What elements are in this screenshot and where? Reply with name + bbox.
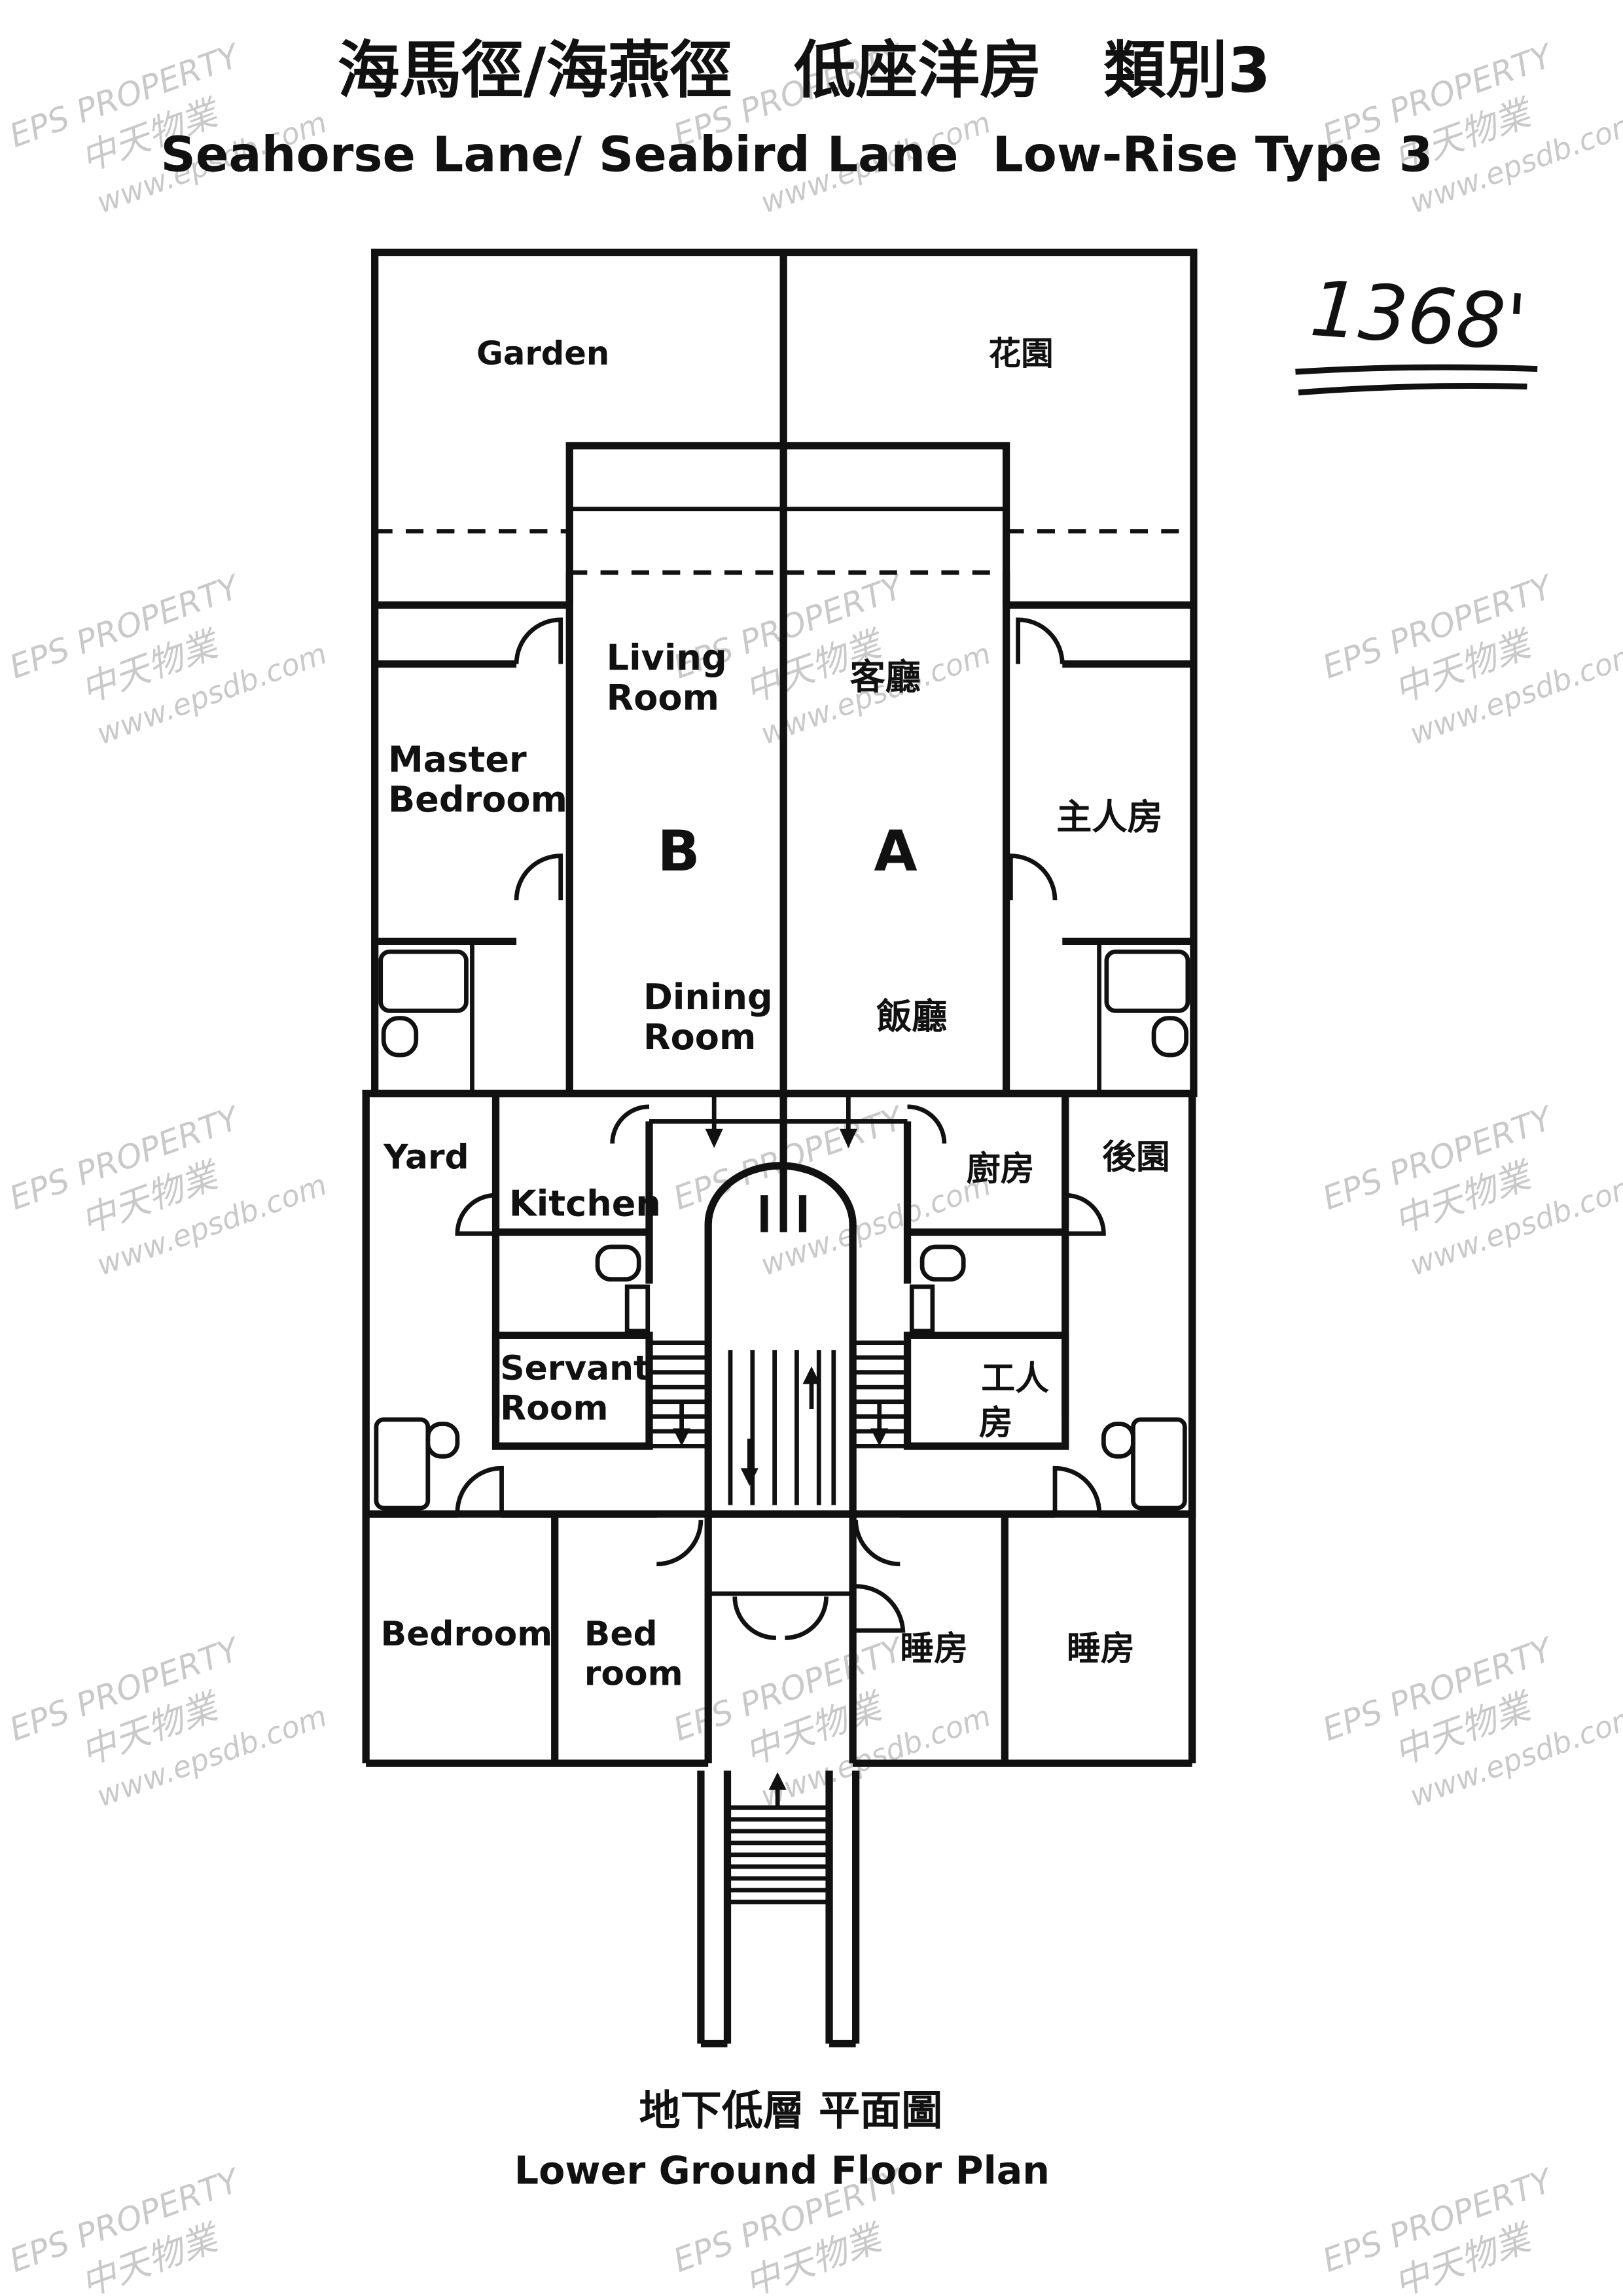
floor-plan — [362, 248, 1198, 2048]
watermark: EPS PROPERTY 中天物業 www.epsdb.com — [1317, 1630, 1623, 1814]
terrace-outline — [565, 442, 1010, 605]
label-bedroom-2: room — [584, 1655, 683, 1694]
door-swing — [732, 1596, 829, 1640]
label-servant-room-zh: 房 — [979, 1403, 1013, 1443]
arrow-up-icon — [768, 1772, 787, 1790]
label-kitchen-zh: 廚房 — [967, 1150, 1035, 1189]
arrow-down-icon — [705, 1128, 723, 1148]
watermark: EPS PROPERTY 中天物業 www.epsdb.com — [5, 567, 331, 751]
watermark: EPS PROPERTY 中天物業 — [1317, 2161, 1559, 2296]
label-servant-room: Servant — [500, 1349, 650, 1388]
watermark: EPS PROPERTY 中天物業 www.epsdb.com — [5, 1630, 331, 1814]
label-bedroom: Bedroom — [381, 1615, 553, 1654]
watermark: EPS PROPERTY 中天物業 www.epsdb.com — [1317, 1098, 1623, 1282]
label-yard: Yard — [383, 1138, 469, 1177]
label-garden: Garden — [476, 334, 609, 372]
arrow-up-icon — [802, 1366, 821, 1384]
plan-title-chinese: 地下低層 平面圖 — [639, 2086, 943, 2134]
label-back-garden-zh: 後園 — [1102, 1138, 1170, 1177]
label-bedroom-zh: 睡房 — [1067, 1629, 1135, 1668]
door-swing — [855, 1584, 906, 1633]
toilet-icon — [425, 1422, 460, 1459]
door-swing — [455, 1465, 504, 1513]
bathtub-icon — [1131, 1417, 1187, 1511]
plan-title-english: Lower Ground Floor Plan — [514, 2149, 1050, 2193]
door-swing — [1065, 1193, 1106, 1236]
door-swing — [1008, 853, 1058, 901]
watermark: EPS PROPERTY 中天物業 www.epsdb.com — [1317, 567, 1623, 751]
title-english: Seahorse Lane/ Seabird Lane Low-Rise Typ… — [160, 126, 1433, 183]
toilet-icon — [1101, 1422, 1135, 1459]
door-swing — [455, 1193, 496, 1236]
door-swing — [610, 1104, 650, 1144]
room-labels: Garden 花園 Living Room 客廳 Master Bedroom … — [381, 334, 1170, 1694]
label-kitchen: Kitchen — [509, 1183, 661, 1225]
label-living-room: Room — [607, 677, 719, 718]
door-swing — [656, 1520, 704, 1567]
label-unit-b: B — [657, 819, 700, 884]
label-dining-room: Dining — [643, 977, 773, 1018]
watermark-line3: www.epsdb.com — [756, 1167, 995, 1282]
stair-arrows — [673, 1094, 889, 1808]
bathtub-icon — [378, 949, 469, 1013]
label-dining-room: Room — [643, 1016, 756, 1058]
label-bedroom-zh: 睡房 — [900, 1629, 968, 1668]
label-servant-room-zh: 工人 — [981, 1359, 1049, 1399]
handwritten-area-note: 1368' — [1295, 264, 1538, 396]
door-swing — [1016, 617, 1065, 664]
sink-icon — [909, 1284, 935, 1333]
label-servant-room: Room — [500, 1389, 608, 1428]
title-chinese: 海馬徑/海燕徑 低座洋房 類別3 — [338, 35, 1271, 107]
entrance-stair — [697, 1770, 860, 2048]
servant-room-outline — [491, 1331, 653, 1450]
door-swing — [853, 1520, 901, 1567]
toilet-icon — [1151, 1016, 1189, 1058]
label-master-bedroom: Bedroom — [388, 779, 567, 820]
door-swing — [514, 617, 563, 664]
stair-treads — [649, 1340, 908, 1505]
label-unit-a: A — [874, 819, 917, 884]
arrow-down-icon — [673, 1428, 691, 1446]
label-dining-room-zh: 飯廳 — [876, 996, 947, 1037]
handwritten-area-text: 1368' — [1308, 264, 1529, 368]
label-living-room: Living — [607, 637, 727, 679]
arrow-down-icon — [740, 1468, 758, 1486]
door-swing — [514, 853, 563, 901]
label-master-bedroom-zh: 主人房 — [1056, 797, 1162, 838]
door-swing — [1052, 1465, 1102, 1513]
watermark: EPS PROPERTY 中天物業 — [5, 2161, 246, 2296]
label-garden-zh: 花園 — [989, 334, 1054, 372]
label-living-room-zh: 客廳 — [850, 656, 921, 698]
watermark-line1: EPS PROPERTY — [668, 1098, 910, 1217]
sink-icon — [624, 1284, 651, 1333]
servant-room-outline-right — [903, 1331, 1069, 1450]
bathtub-icon — [1104, 949, 1190, 1013]
arrow-down-icon — [839, 1128, 857, 1148]
stair-core — [704, 1162, 857, 1764]
watermark: EPS PROPERTY 中天物業 www.epsdb.com — [5, 1098, 331, 1282]
label-bedroom-2: Bed — [584, 1615, 658, 1654]
bathtub-icon — [374, 1417, 431, 1511]
toilet-icon — [919, 1244, 966, 1282]
toilet-icon — [381, 1016, 419, 1058]
label-master-bedroom: Master — [388, 739, 527, 780]
door-swing — [907, 1104, 947, 1144]
toilet-icon — [595, 1244, 641, 1282]
watermarks: EPS PROPERTY 中天物業 www.epsdb.com EPS PROP… — [5, 36, 1623, 2296]
arrow-down-icon — [870, 1428, 889, 1446]
